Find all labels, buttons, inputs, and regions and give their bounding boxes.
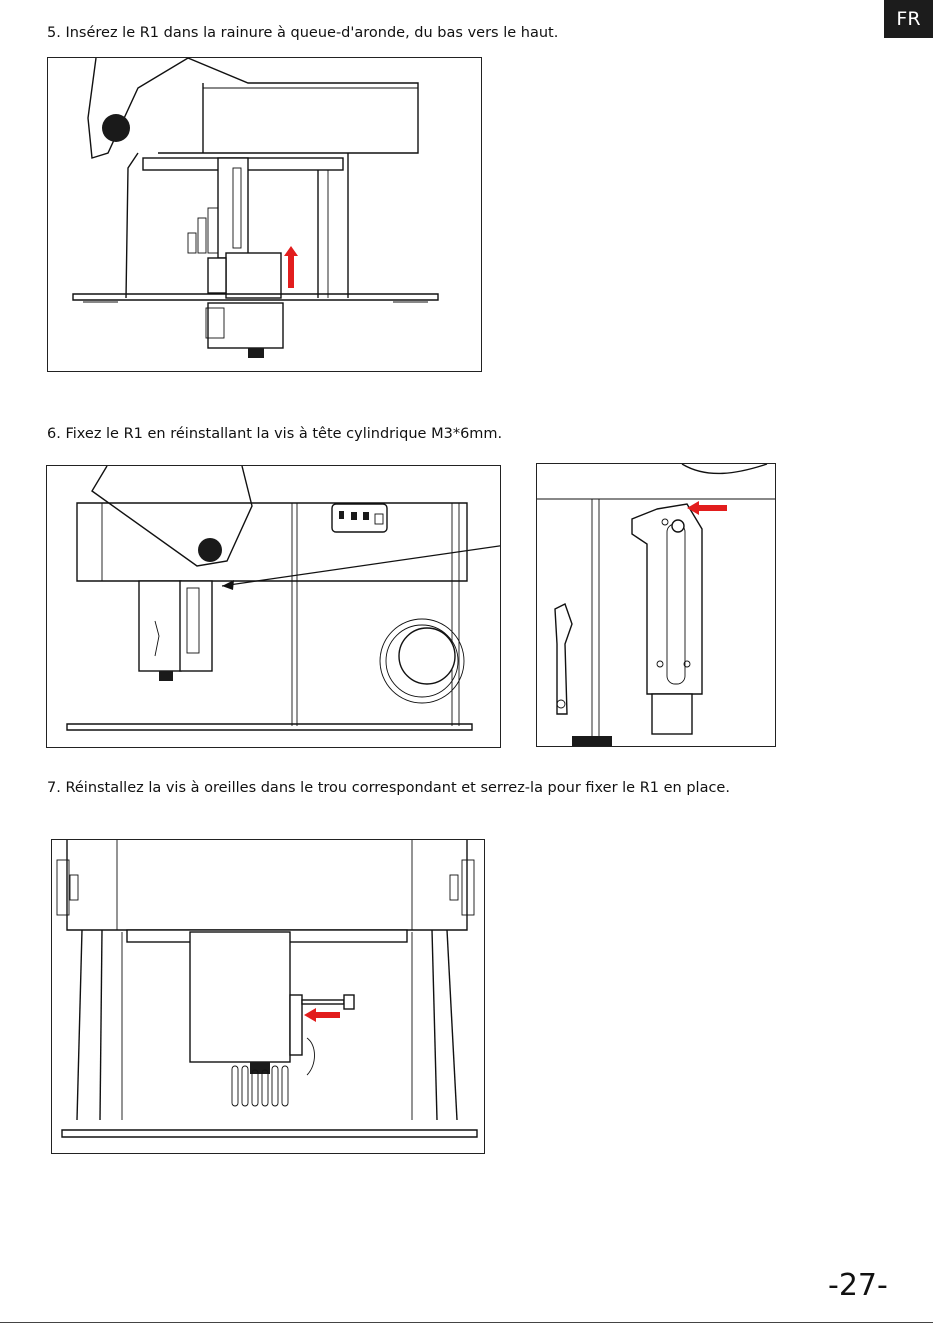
step-5-instruction: 5. Insérez le R1 dans la rainure à queue… — [47, 25, 558, 41]
step-5-illustration — [47, 57, 482, 372]
step-7-instruction: 7. Réinstallez la vis à oreilles dans le… — [47, 780, 730, 796]
step-7-illustration — [51, 839, 485, 1154]
step-6-illustration-detail — [536, 463, 776, 747]
bottom-divider — [0, 1322, 933, 1323]
page-number: -27- — [828, 1268, 888, 1303]
step-6-instruction: 6. Fixez le R1 en réinstallant la vis à … — [47, 426, 502, 442]
language-badge: FR — [884, 0, 933, 38]
step-6-illustration-main — [46, 465, 501, 748]
